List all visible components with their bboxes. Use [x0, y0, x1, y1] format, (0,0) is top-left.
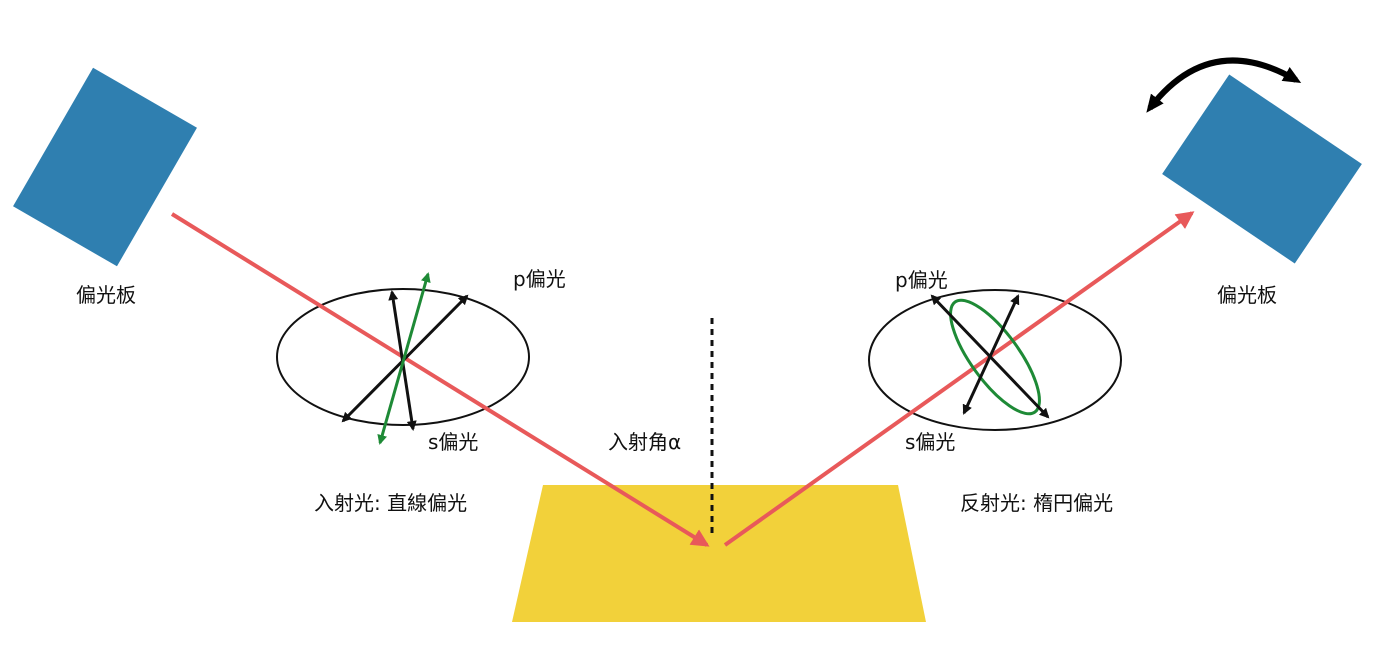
p-polarization-label-right: p偏光 — [895, 268, 948, 292]
polarizer-right — [1162, 74, 1362, 264]
reflected-light-label: 反射光: 楕円偏光 — [960, 491, 1113, 515]
s-axis-arrow-right — [962, 294, 1020, 415]
incident-light-label: 入射光: 直線偏光 — [314, 491, 467, 515]
s-polarization-label-right: s偏光 — [905, 430, 955, 454]
polarizer-left-label: 偏光板 — [76, 283, 136, 307]
s-polarization-label-left: s偏光 — [428, 430, 478, 454]
p-polarization-label-left: p偏光 — [513, 267, 566, 291]
linear-polarization-vector — [377, 272, 431, 445]
reflected-polarization-ellipse — [868, 289, 1122, 431]
sample-surface — [512, 485, 926, 622]
polarizer-right-label: 偏光板 — [1217, 283, 1277, 307]
reflected-beam — [723, 211, 1195, 547]
polarizer-left — [13, 67, 197, 267]
curved-double-arrow-icon — [1146, 57, 1302, 113]
incident-angle-label: 入射角α — [608, 430, 681, 454]
